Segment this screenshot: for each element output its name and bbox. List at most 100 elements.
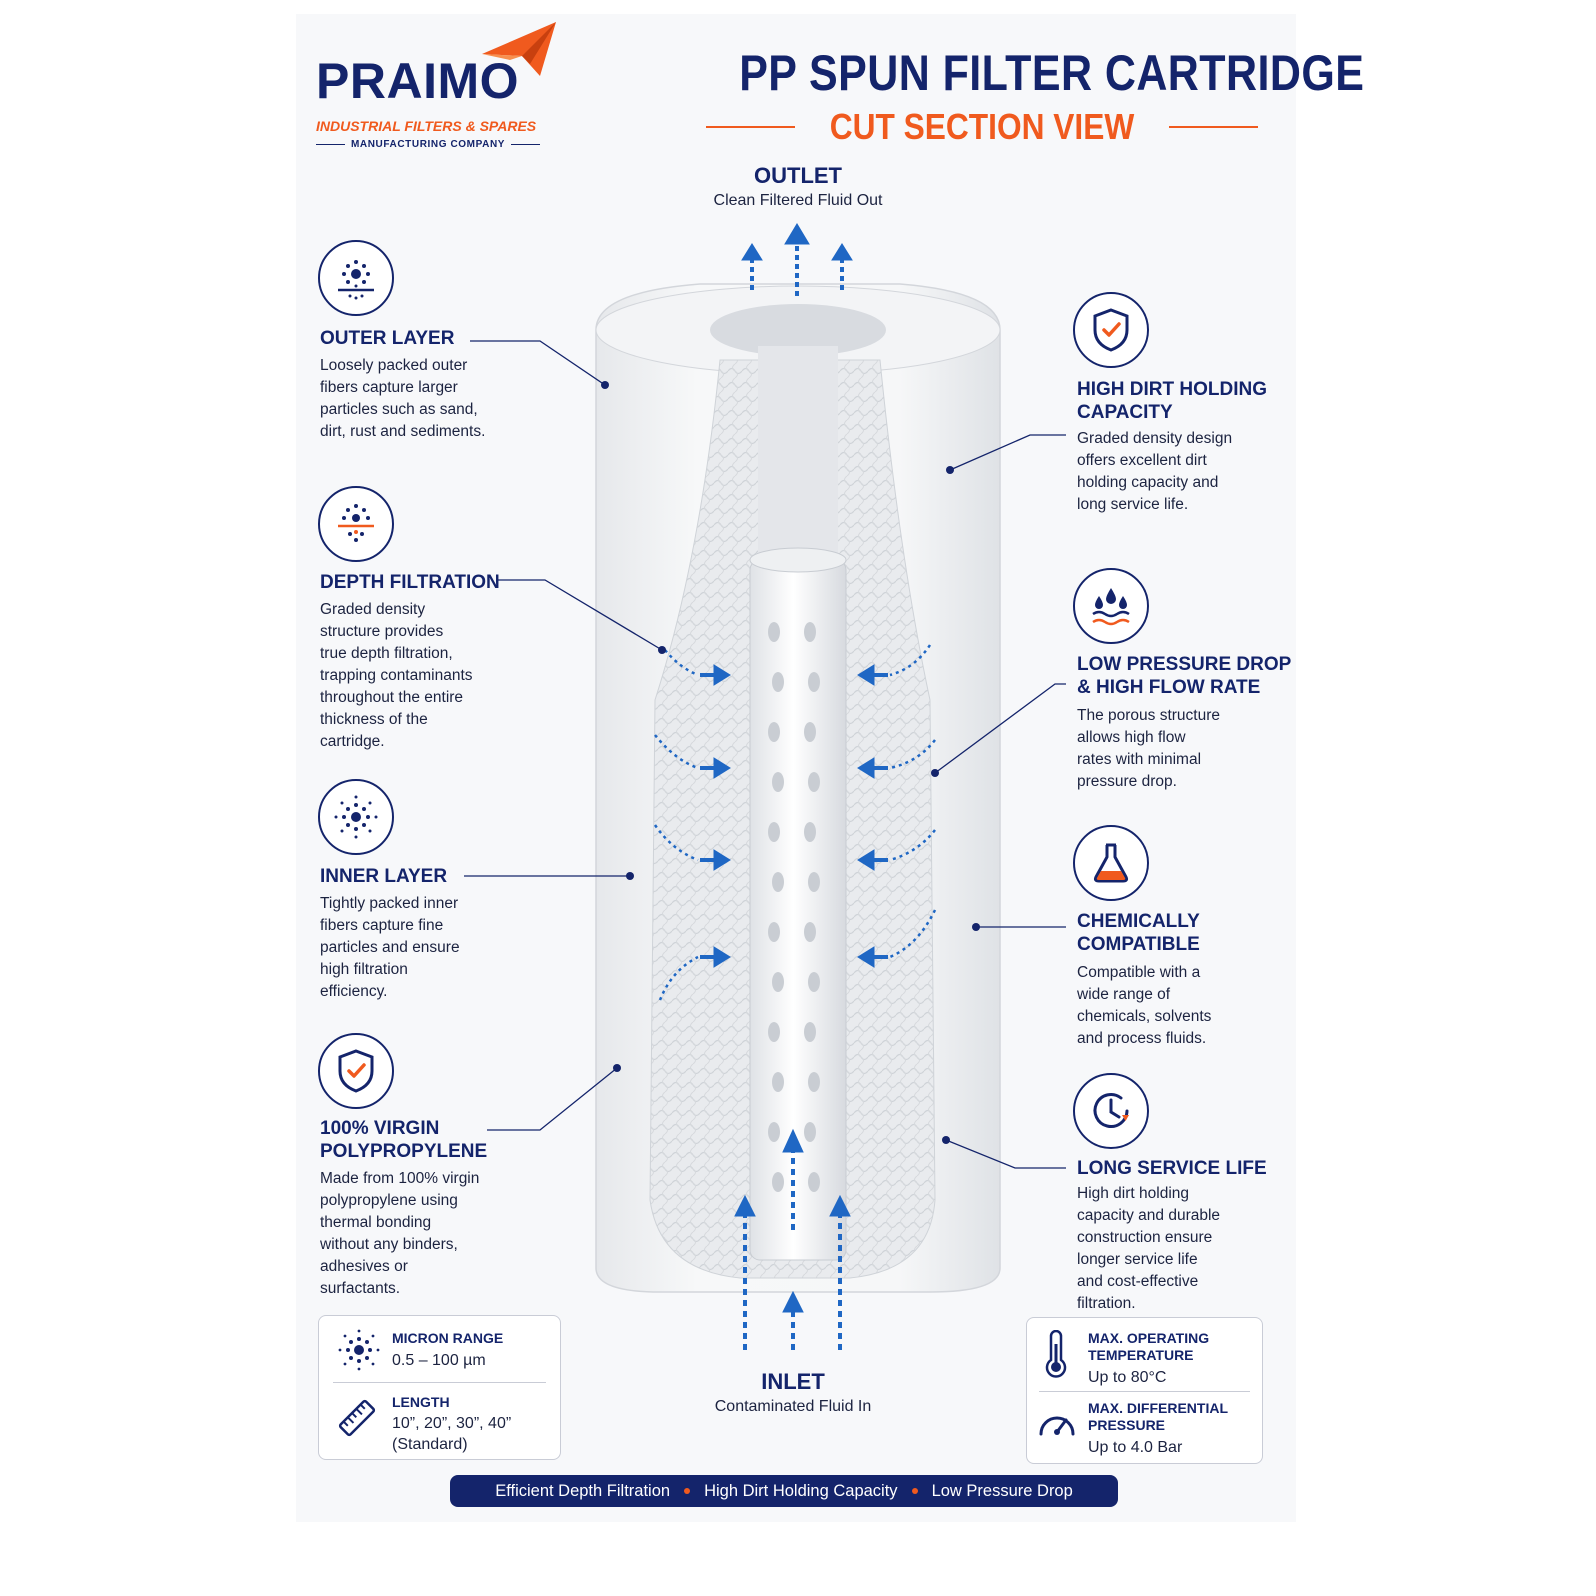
length-value: 10”, 20”, 30”, 40” [392,1415,512,1432]
core-hole [804,622,816,642]
micron-range-value: 0.5 – 100 µm [392,1352,486,1369]
dirt-holding-desc: Graded density design offers excellent d… [1077,428,1232,516]
desc-line: long service life. [1077,496,1189,513]
desc-line: particles and ensure [320,939,460,956]
outlet-flow-arrows [741,223,853,296]
desc-line: and process fluids. [1077,1030,1207,1047]
cartridge-cutaway-illustration [595,223,1001,1350]
desc-line: rates with minimal [1077,751,1202,768]
title-line: 100% VIRGIN [320,1118,440,1139]
micron-range-label: MICRON RANGE [392,1330,504,1346]
core-hole [808,672,820,692]
depth-filtration-icon [318,486,394,562]
fine-particles-icon [318,779,394,855]
core-hole [768,822,780,842]
desc-line: The porous structure [1077,707,1221,724]
clock-icon [1073,1073,1149,1149]
core-hole [804,822,816,842]
desc-line: high filtration [320,961,408,978]
desc-line: Compatible with a [1077,964,1201,981]
banner-dot [684,1488,691,1494]
desc-line: filtration. [1077,1295,1136,1312]
max-pressure-value: Up to 4.0 Bar [1088,1439,1183,1456]
desc-line: polypropylene using [320,1192,458,1209]
core-hole [768,1022,780,1042]
outlet-subtitle: Clean Filtered Fluid Out [713,192,883,209]
core-hole [768,722,780,742]
thermometer-icon [1045,1330,1067,1378]
brand-name: PRAIMO [316,53,519,109]
inlet-subtitle: Contaminated Fluid In [714,1398,872,1415]
desc-line: Graded density [320,601,426,618]
inner-layer-title: INNER LAYER [320,866,448,887]
desc-line: High dirt holding [1077,1185,1190,1202]
depth-filtration-title: DEPTH FILTRATION [320,572,500,593]
depth-filtration-desc: Graded density structure provides true d… [320,599,473,753]
core-hole [772,772,784,792]
page-title: PP SPUN FILTER CARTRIDGE [739,45,1365,101]
label-line: MAX. OPERATING [1088,1330,1210,1346]
label-line: TEMPERATURE [1088,1347,1194,1363]
inlet-flow-arrows [734,1128,851,1350]
inner-layer-desc: Tightly packed inner fibers capture fine… [320,893,460,1003]
shield-check-icon [318,1033,394,1109]
spec-box-right: MAX. OPERATING TEMPERATURE Up to 80°C MA… [1026,1317,1263,1464]
service-life-title: LONG SERVICE LIFE [1077,1158,1267,1179]
benefits-banner: Efficient Depth Filtration High Dirt Hol… [450,1475,1118,1507]
core-hole [772,972,784,992]
micron-icon [338,1329,380,1371]
core-hole [804,722,816,742]
outer-layer-desc: Loosely packed outer fibers capture larg… [320,355,485,443]
label-line: MAX. DIFFERENTIAL [1088,1400,1228,1416]
desc-line: chemicals, solvents [1077,1008,1212,1025]
core-hole [808,1172,820,1192]
paper-plane-logo-icon [482,22,556,76]
desc-line: thickness of the [320,711,428,728]
banner-item: Efficient Depth Filtration [495,1481,671,1500]
desc-line: efficiency. [320,983,388,1000]
water-drops-icon [1073,568,1149,644]
radial-flow-arrows [653,644,937,1001]
max-temp-label: MAX. OPERATING TEMPERATURE [1088,1330,1209,1364]
banner-item: High Dirt Holding Capacity [704,1481,898,1500]
desc-line: offers excellent dirt [1077,452,1207,469]
desc-line: longer service life [1077,1251,1198,1268]
brand-subline-text: MANUFACTURING COMPANY [350,139,506,150]
length-label: LENGTH [392,1394,450,1410]
chemical-desc: Compatible with a wide range of chemical… [1077,962,1211,1050]
desc-line: Loosely packed outer [320,357,468,374]
desc-line: Made from 100% virgin [320,1170,480,1187]
core-hole [768,1122,780,1142]
desc-line: throughout the entire [320,689,464,706]
shield-check-icon [1073,292,1149,368]
inlet-title: INLET [761,1369,825,1394]
dirt-holding-title: HIGH DIRT HOLDING CAPACITY [1077,378,1267,424]
title-line: LOW PRESSURE DROP [1077,654,1292,675]
desc-line: capacity and durable [1077,1207,1221,1224]
core-hole [768,922,780,942]
core-hole [804,1022,816,1042]
max-pressure-label: MAX. DIFFERENTIAL PRESSURE [1088,1400,1228,1434]
brand-tagline: INDUSTRIAL FILTERS & SPARES [316,118,537,134]
spec-divider [1039,1391,1250,1392]
max-temp-value: Up to 80°C [1088,1369,1167,1386]
title-line: CHEMICALLY [1077,911,1200,932]
desc-line: allows high flow [1077,729,1186,746]
title-line: CAPACITY [1077,402,1173,423]
core-hole [768,622,780,642]
desc-line: without any binders, [320,1236,458,1253]
spec-box-left: MICRON RANGE 0.5 – 100 µm LENGTH 10”, 20… [318,1315,561,1460]
core-hole [772,1172,784,1192]
desc-line: surfactants. [320,1280,401,1297]
core-hole [772,672,784,692]
label-line: PRESSURE [1088,1417,1166,1433]
desc-line: Tightly packed inner [320,895,459,912]
desc-line: holding capacity and [1077,474,1219,491]
spec-divider [333,1382,546,1383]
virgin-pp-desc: Made from 100% virgin polypropylene usin… [320,1168,479,1300]
core-hole [808,972,820,992]
core-hole [804,1122,816,1142]
outer-layer-title: OUTER LAYER [320,328,455,349]
service-life-desc: High dirt holding capacity and durable c… [1077,1183,1220,1315]
page-subtitle-row: CUT SECTION VIEW [706,106,1259,148]
